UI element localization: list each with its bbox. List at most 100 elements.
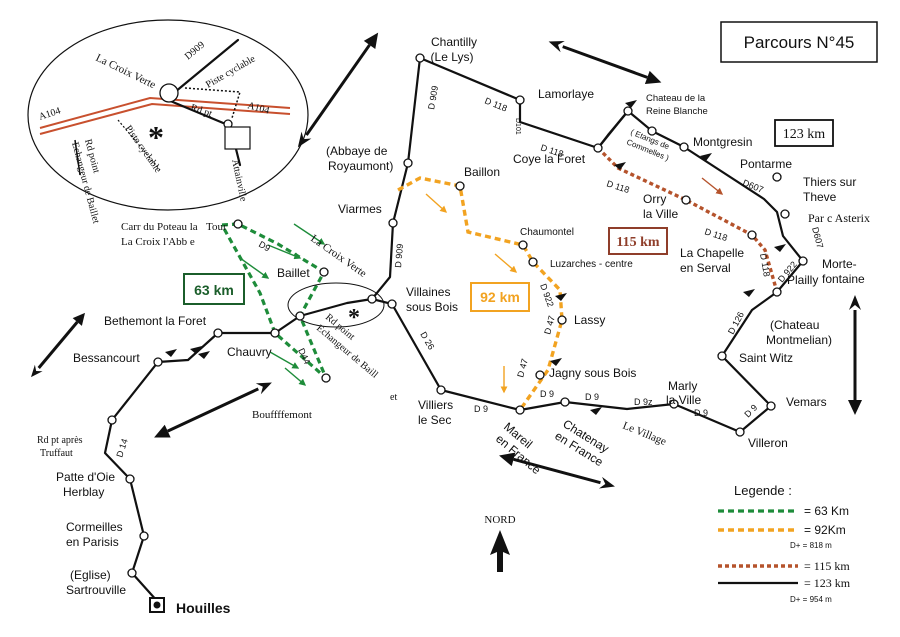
label-lassy: Lassy bbox=[574, 313, 605, 327]
label-abbaye-2: Royaumont) bbox=[328, 159, 393, 173]
road-d9-c: D 9 bbox=[585, 392, 599, 402]
legend-item-92: = 92Km bbox=[804, 523, 846, 537]
label-montmelian-1: (Chateau bbox=[770, 318, 819, 332]
road-d607-b: D607 bbox=[810, 226, 825, 249]
legend-item-63: = 63 Km bbox=[804, 504, 849, 518]
road-d118-c: D 118 bbox=[605, 178, 630, 195]
road-d9-b: D 9 bbox=[694, 408, 708, 418]
legend-item-92-sub: D+ = 818 m bbox=[790, 541, 832, 550]
box-63km-label: 63 km bbox=[194, 282, 234, 298]
box-115km: 115 km bbox=[608, 227, 668, 255]
label-la-chapelle-2: en Serval bbox=[680, 261, 731, 275]
legend-title: Legende : bbox=[734, 483, 792, 498]
label-cormeilles-2: en Parisis bbox=[66, 535, 119, 549]
label-marly-2: la Ville bbox=[666, 393, 701, 407]
road-d26: D 26 bbox=[418, 330, 436, 351]
label-orry-1: Orry bbox=[643, 192, 666, 206]
big-arrows bbox=[31, 32, 862, 489]
route-nodes bbox=[107, 53, 808, 578]
label-baillet: Baillet bbox=[277, 266, 310, 280]
road-d909-b: D 909 bbox=[393, 243, 405, 268]
legend-item-115: = 115 km bbox=[804, 559, 850, 573]
label-le-village: Le Village bbox=[621, 420, 668, 448]
label-rdpt-truffaut-2: Truffaut bbox=[40, 448, 73, 459]
label-thiers-1: Thiers sur bbox=[803, 175, 856, 189]
label-bessancourt: Bessancourt bbox=[73, 351, 140, 365]
label-morte-1: Morte- bbox=[822, 257, 857, 271]
label-cormeilles-1: Cormeilles bbox=[66, 520, 123, 534]
label-vemars: Vemars bbox=[786, 395, 827, 409]
label-chauvry: Chauvry bbox=[227, 345, 272, 359]
label-baillon: Baillon bbox=[464, 165, 500, 179]
label-carr-poteau: Carr du Poteau la bbox=[121, 221, 198, 233]
label-thiers-2: Theve bbox=[803, 190, 837, 204]
label-tour: Tour bbox=[206, 221, 227, 233]
road-d9-d: D 9 bbox=[540, 389, 554, 399]
road-d101: D101 bbox=[514, 118, 521, 135]
baillet-star: * bbox=[348, 305, 360, 331]
label-villaines-1: Villaines bbox=[406, 285, 450, 299]
label-la-chapelle-1: La Chapelle bbox=[680, 246, 744, 260]
label-lamorlaye: Lamorlaye bbox=[538, 87, 594, 101]
road-d118-d: D 118 bbox=[703, 226, 728, 243]
label-saint-witz: Saint Witz bbox=[739, 351, 793, 365]
box-92km-label: 92 km bbox=[480, 289, 520, 305]
label-bouffemont: Bouffffemont bbox=[252, 409, 312, 421]
label-rdpt-truffaut-1: Rd pt après bbox=[37, 435, 83, 446]
label-reine-blanche-2: Reine Blanche bbox=[646, 106, 708, 117]
legend-item-123: = 123 km bbox=[804, 576, 851, 590]
label-houilles: Houilles bbox=[176, 600, 231, 616]
road-d9z: D 9z bbox=[634, 397, 653, 407]
label-abbaye-1: (Abbaye de bbox=[326, 144, 388, 158]
road-d47-a: D 47 bbox=[515, 358, 530, 379]
label-coye: Coye la Foret bbox=[513, 152, 586, 166]
label-croix-abbe: La Croix l'Abb e bbox=[121, 236, 195, 248]
label-plailly: Plailly bbox=[787, 273, 818, 287]
svg-text:D9: D9 bbox=[257, 239, 272, 253]
label-luzarches: Luzarches - centre bbox=[550, 259, 633, 270]
box-115km-label: 115 km bbox=[616, 235, 660, 250]
label-reine-blanche-1: Chateau de la bbox=[646, 93, 706, 104]
road-d14: D 14 bbox=[114, 437, 129, 458]
label-villiers-2: le Sec bbox=[418, 413, 451, 427]
map-title: Parcours N°45 bbox=[744, 33, 855, 52]
road-d118-e: D 118 bbox=[758, 253, 772, 278]
road-d9-e: D 9 bbox=[474, 404, 488, 414]
box-63km: 63 km bbox=[183, 273, 245, 305]
road-d909-a: D 909 bbox=[426, 85, 440, 110]
label-montgresin: Montgresin bbox=[693, 135, 752, 149]
route-92km bbox=[397, 176, 564, 411]
label-sartrouville: Sartrouville bbox=[66, 583, 126, 597]
start-marker bbox=[149, 597, 165, 613]
inset-star: * bbox=[148, 119, 164, 155]
inset-detail: La Croix Verte D909 Piste cyclable A104 … bbox=[27, 19, 309, 225]
label-orry-2: la Ville bbox=[643, 207, 678, 221]
label-le-lys: (Le Lys) bbox=[431, 50, 474, 64]
label-viarmes: Viarmes bbox=[338, 202, 382, 216]
box-92km: 92 km bbox=[470, 282, 530, 312]
label-pontarme: Pontarme bbox=[740, 157, 792, 171]
label-morte-2: fontaine bbox=[822, 272, 865, 286]
label-patte-1: Patte d'Oie bbox=[56, 470, 115, 484]
title-box: Parcours N°45 bbox=[720, 21, 878, 63]
legend-item-123-sub: D+ = 954 m bbox=[790, 595, 832, 604]
label-croix-verte: La Croix Verte bbox=[308, 233, 368, 280]
road-d47-b: D 47 bbox=[542, 315, 557, 336]
label-rd-point-3: et bbox=[390, 392, 397, 403]
label-jagny: Jagny sous Bois bbox=[549, 366, 636, 380]
label-patte-2: Herblay bbox=[63, 485, 104, 499]
direction-arrows bbox=[239, 177, 724, 394]
north-label: NORD bbox=[484, 514, 515, 526]
route-115km bbox=[596, 146, 779, 293]
label-bethemont: Bethemont la Foret bbox=[104, 314, 207, 328]
label-villiers-1: Villiers bbox=[418, 398, 453, 412]
label-villaines-2: sous Bois bbox=[406, 300, 458, 314]
label-chantilly: Chantilly bbox=[431, 35, 477, 49]
legend: Legende : = 63 Km = 92Km D+ = 818 m = 11… bbox=[718, 483, 851, 604]
box-123km: 123 km bbox=[774, 119, 834, 147]
north-arrow: NORD bbox=[484, 514, 516, 572]
label-villeron: Villeron bbox=[748, 436, 788, 450]
label-parc-asterix: Par c Asterix bbox=[808, 211, 870, 225]
flag-markers bbox=[165, 100, 786, 415]
